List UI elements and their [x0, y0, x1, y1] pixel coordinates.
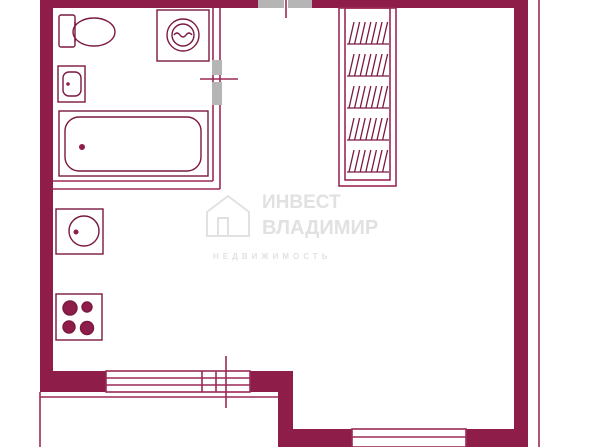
- window-bottom-left: [105, 356, 251, 408]
- wardrobe-hatch-stroke: [381, 149, 389, 173]
- wardrobe-hatch-stroke: [370, 21, 378, 45]
- bathroom-sink-icon: [57, 65, 86, 103]
- house-logo-icon: [206, 194, 250, 237]
- wardrobe-hatch-stroke: [381, 53, 389, 77]
- bath-sink-drain: [66, 82, 70, 86]
- bathroom-door-jamb-top: [212, 60, 222, 75]
- wardrobe-hatch-stroke: [359, 21, 366, 45]
- door-jamb-right: [288, 0, 312, 8]
- watermark-line2: ВЛАДИМИР: [262, 217, 378, 239]
- window-br-frame: [351, 428, 467, 447]
- bathtub-inner: [64, 116, 202, 172]
- wall-left: [40, 0, 53, 392]
- toilet-icon: [58, 14, 116, 48]
- wardrobe-hatch-stroke: [365, 117, 372, 141]
- wardrobe-hatch-stroke: [353, 149, 361, 173]
- wardrobe-hatch-stroke: [353, 85, 361, 109]
- washer-drum-inner: [171, 23, 195, 47]
- watermark: ИНВЕСТ ВЛАДИМИР НЕДВИЖИМОСТЬ: [206, 192, 378, 261]
- wardrobe-hatch-stroke: [381, 85, 389, 109]
- wardrobe-hatch-stroke: [381, 117, 389, 141]
- bathroom-door-jamb-bottom: [212, 82, 222, 105]
- wardrobe-hatch-stroke: [370, 149, 378, 173]
- stove-burner-2: [81, 301, 93, 313]
- wardrobe-hatch-stroke: [376, 53, 383, 77]
- kitchen-sink-icon: [55, 208, 104, 255]
- stove-burner-1: [62, 300, 78, 316]
- door-jamb-left: [258, 0, 284, 8]
- stove-icon: [55, 293, 103, 341]
- wardrobe-hatch-stroke: [370, 53, 378, 77]
- wall-bottom-left: [40, 371, 106, 392]
- wardrobe-hatch-stroke: [365, 53, 372, 77]
- stove-body: [55, 293, 103, 341]
- kitchen-sink-basin: [68, 215, 100, 247]
- wardrobe-hatch: [347, 21, 389, 173]
- washer-water: [173, 32, 193, 38]
- entrance-door: [258, 0, 312, 18]
- wardrobe-hatch-stroke: [359, 117, 366, 141]
- wall-bottom-right-b: [466, 429, 528, 447]
- wardrobe-hatch-stroke: [376, 149, 383, 173]
- bathroom-door: [200, 60, 238, 105]
- wardrobe-hatch-stroke: [365, 21, 372, 45]
- watermark-line3: НЕДВИЖИМОСТЬ: [213, 252, 331, 261]
- wardrobe-hatch-stroke: [348, 117, 355, 141]
- window-bottom-right: [351, 428, 467, 447]
- wardrobe-hatch-stroke: [381, 21, 389, 45]
- wardrobe-hatch-stroke: [370, 117, 378, 141]
- wall-right: [514, 0, 528, 447]
- bath-sink-basin: [62, 71, 82, 97]
- wardrobe-hatch-stroke: [370, 85, 378, 109]
- wardrobe-icon: [338, 7, 397, 187]
- wardrobe-hatch-stroke: [353, 21, 361, 45]
- wardrobe-hatch-stroke: [376, 117, 383, 141]
- wardrobe-hatch-stroke: [348, 85, 355, 109]
- wardrobe-hatch-stroke: [365, 85, 372, 109]
- bathtub-drain: [79, 144, 85, 150]
- wardrobe-frame-inner: [344, 7, 391, 181]
- wall-bottom-right-a: [278, 429, 352, 447]
- wardrobe-hatch-stroke: [365, 149, 372, 173]
- toilet-bowl: [72, 17, 116, 47]
- wardrobe-hatch-stroke: [376, 85, 383, 109]
- wardrobe-hatch-stroke: [353, 117, 361, 141]
- door-gap: [258, 0, 312, 8]
- wardrobe-hatch-stroke: [359, 85, 366, 109]
- wardrobe-hatch-stroke: [359, 53, 366, 77]
- wall-lower-notch: [278, 371, 293, 447]
- window-bl-frame: [105, 370, 251, 393]
- watermark-line1: ИНВЕСТ: [262, 192, 341, 213]
- kitchen-sink-drain: [73, 229, 79, 235]
- stove-burner-4: [79, 320, 95, 336]
- wardrobe-hatch-stroke: [348, 149, 355, 173]
- wardrobe-hatch-stroke: [376, 21, 383, 45]
- wardrobe-hatch-stroke: [353, 53, 361, 77]
- stove-burner-3: [62, 320, 76, 334]
- bathtub-icon: [58, 110, 209, 177]
- wardrobe-hatch-stroke: [348, 21, 355, 45]
- wardrobe-hatch-stroke: [348, 53, 355, 77]
- wardrobe-hatch-stroke: [359, 149, 366, 173]
- outer-outline: [39, 0, 540, 447]
- washing-machine-icon: [156, 9, 210, 62]
